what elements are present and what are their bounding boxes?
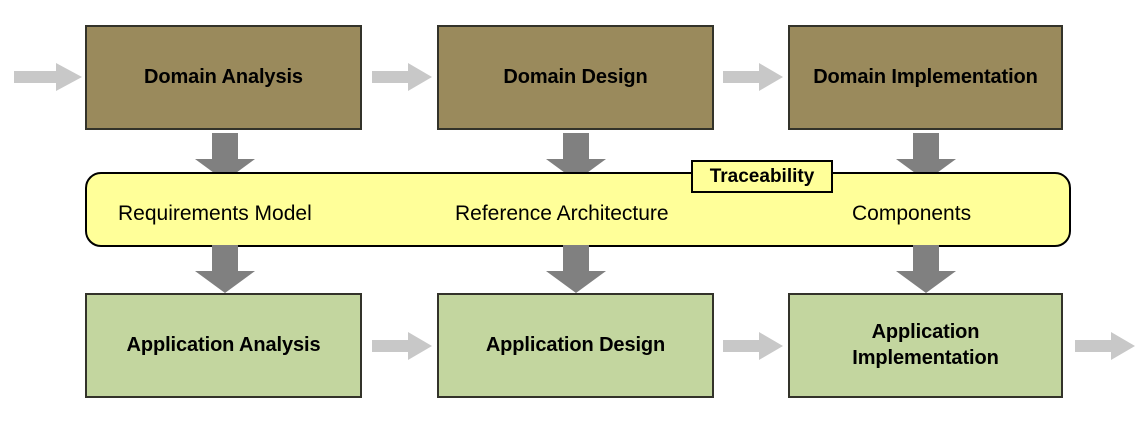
- box-application-design-label: Application Design: [485, 333, 666, 356]
- arrow-domain-impl-to-band: [896, 133, 956, 181]
- traceability-tag-label: Traceability: [709, 165, 815, 187]
- arrow-band-to-app-design: [546, 245, 606, 293]
- artifact-components: Components: [852, 202, 972, 225]
- box-application-design[interactable]: Application Design: [437, 293, 714, 398]
- artifact-requirements-model: Requirements Model: [118, 202, 312, 225]
- box-application-implementation-label: Application Implementation: [852, 320, 999, 369]
- arrow-app-design-impl: [723, 332, 783, 360]
- box-application-implementation[interactable]: Application Implementation: [788, 293, 1063, 398]
- box-domain-analysis-label: Domain Analysis: [144, 65, 303, 88]
- arrow-analysis-design: [372, 63, 432, 91]
- arrow-domain-analysis-to-band: [195, 133, 255, 181]
- traceability-tag[interactable]: Traceability: [691, 160, 833, 193]
- arrow-app-analysis-design: [372, 332, 432, 360]
- box-domain-design-label: Domain Design: [503, 65, 648, 88]
- box-domain-analysis[interactable]: Domain Analysis: [85, 25, 362, 130]
- arrow-band-to-app-impl: [896, 245, 956, 293]
- arrow-design-impl: [723, 63, 783, 91]
- box-domain-implementation[interactable]: Domain Implementation: [788, 25, 1063, 130]
- box-domain-design[interactable]: Domain Design: [437, 25, 714, 130]
- arrow-domain-design-to-band: [546, 133, 606, 181]
- box-application-analysis[interactable]: Application Analysis: [85, 293, 362, 398]
- arrow-out-bottom: [1075, 332, 1135, 360]
- traceability-band[interactable]: [85, 172, 1071, 247]
- arrow-in-top: [14, 63, 82, 91]
- artifact-reference-architecture: Reference Architecture: [455, 202, 669, 225]
- box-domain-implementation-label: Domain Implementation: [813, 65, 1038, 88]
- box-application-analysis-label: Application Analysis: [126, 333, 321, 356]
- arrow-band-to-app-analysis: [195, 245, 255, 293]
